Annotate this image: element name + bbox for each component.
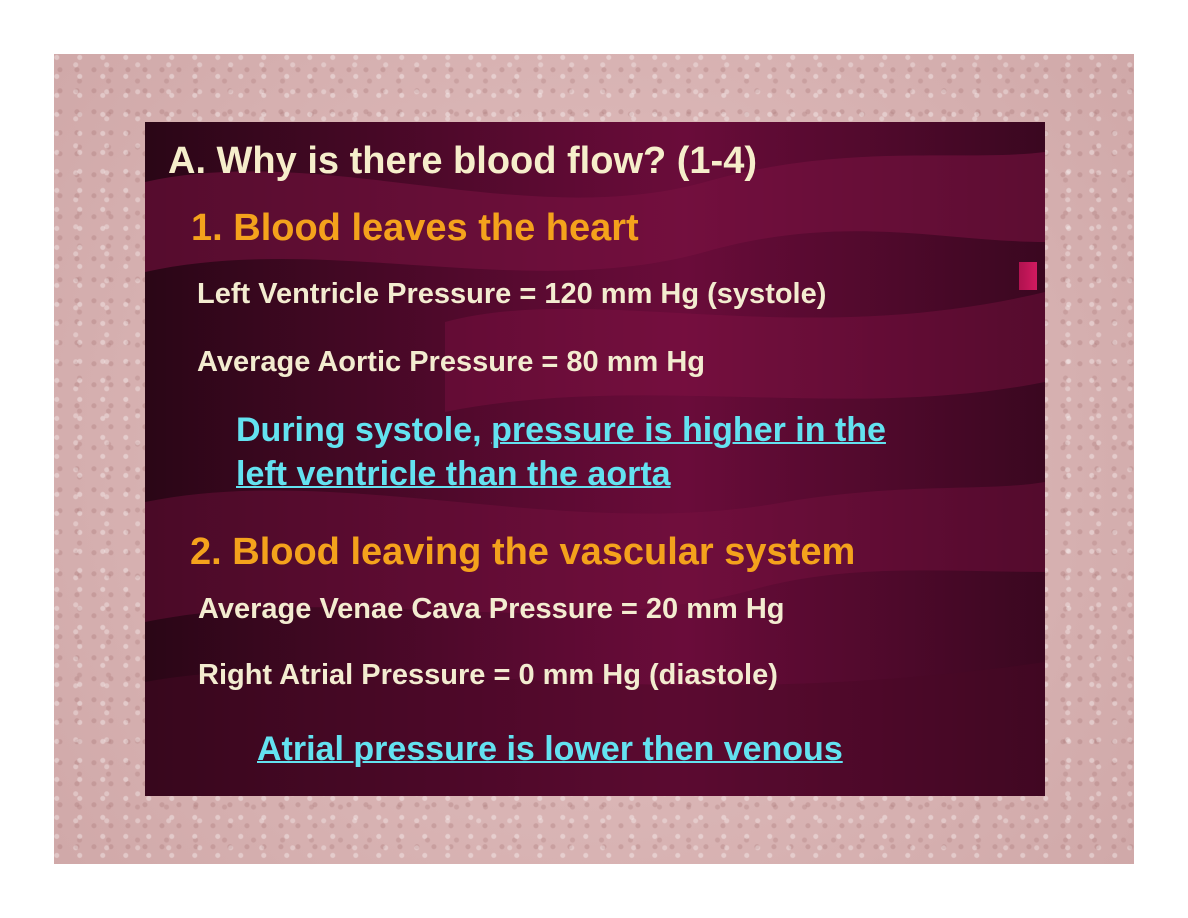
slide-edge-tab — [1019, 262, 1037, 290]
atrial-note: Atrial pressure is lower then venous — [257, 727, 843, 771]
systole-note-lead: During systole, — [236, 411, 492, 449]
section-heading-1: 1. Blood leaves the heart — [191, 207, 639, 249]
slide-title: A. Why is there blood flow? (1-4) — [168, 140, 757, 182]
venae-cava-pressure-line: Average Venae Cava Pressure = 20 mm Hg — [198, 593, 785, 625]
background-swoosh — [145, 152, 1045, 796]
section-heading-2: 2. Blood leaving the vascular system — [190, 531, 856, 573]
slide-panel — [145, 122, 1045, 796]
left-ventricle-pressure-line: Left Ventricle Pressure = 120 mm Hg (sys… — [197, 278, 827, 310]
aortic-pressure-line: Average Aortic Pressure = 80 mm Hg — [197, 346, 705, 378]
systole-note-underlined-b: left ventricle than the aorta — [236, 455, 671, 493]
systole-note: During systole, pressure is higher in th… — [236, 408, 886, 496]
atrial-note-text: Atrial pressure is lower then venous — [257, 730, 843, 768]
right-atrial-pressure-line: Right Atrial Pressure = 0 mm Hg (diastol… — [198, 659, 778, 691]
systole-note-underlined-a: pressure is higher in the — [491, 411, 886, 449]
